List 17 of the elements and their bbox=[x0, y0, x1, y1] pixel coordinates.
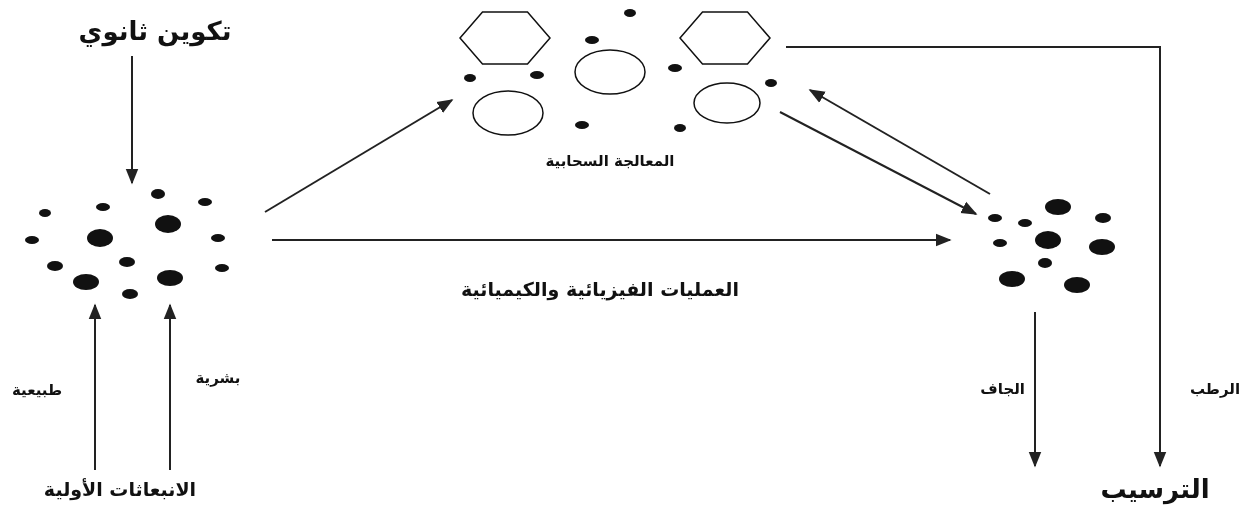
arrow bbox=[808, 89, 991, 195]
edge-label: بشرية bbox=[194, 369, 242, 387]
node-label: تكوين ثانوي bbox=[75, 8, 235, 54]
arrow bbox=[125, 55, 139, 185]
arrow bbox=[785, 46, 1167, 468]
edge-label: طبيعية bbox=[10, 381, 64, 399]
arrow bbox=[1028, 311, 1042, 468]
arrow bbox=[779, 111, 978, 215]
edge-label: العمليات الفيزيائية والكيميائية bbox=[460, 278, 740, 300]
node-caption: المعالجة السحابية bbox=[544, 152, 676, 170]
arrow bbox=[264, 99, 454, 213]
node-label: الانبعاثات الأولية bbox=[15, 472, 225, 506]
arrow bbox=[163, 303, 177, 471]
arrow bbox=[271, 233, 952, 247]
edge-label: الرطب bbox=[1188, 380, 1242, 398]
node-label: الترسيب bbox=[1100, 468, 1210, 510]
arrow bbox=[88, 303, 102, 471]
